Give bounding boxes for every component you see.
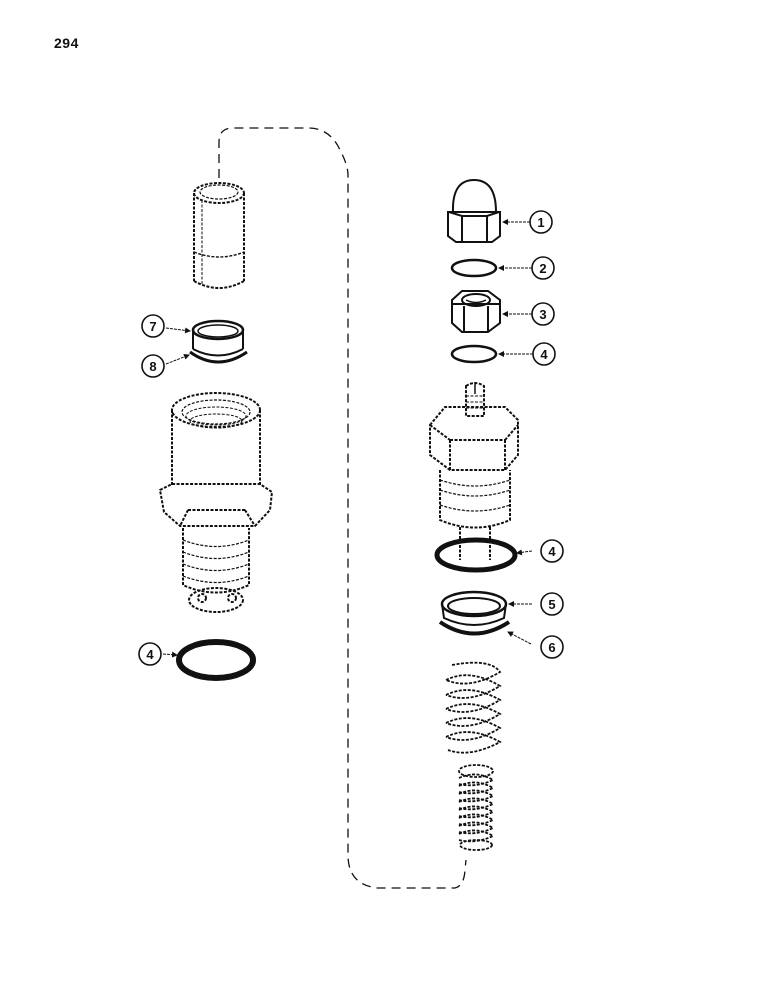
- svg-text:4: 4: [548, 544, 556, 559]
- callout-6: 6: [540, 635, 564, 659]
- callout-1: 1: [529, 210, 553, 234]
- svg-text:1: 1: [537, 215, 544, 230]
- small-spring-part: [458, 764, 495, 851]
- o-ring-4-lower-part: [434, 537, 518, 573]
- o-ring-left-part: [176, 639, 256, 681]
- svg-text:4: 4: [146, 647, 154, 662]
- callout-5: 5: [540, 592, 564, 616]
- svg-text:2: 2: [539, 261, 546, 276]
- svg-text:6: 6: [548, 640, 555, 655]
- callout-leaders: [162, 219, 533, 658]
- seat-ring-5-part: [440, 590, 508, 626]
- page-number: 294: [54, 35, 79, 51]
- callout-4-lower: 4: [540, 539, 564, 563]
- cap-nut-1-part: [447, 178, 501, 243]
- valve-body-part: [158, 392, 274, 613]
- seat-ring-7-part: [191, 319, 245, 357]
- svg-text:8: 8: [149, 359, 156, 374]
- callout-4-left: 4: [138, 642, 162, 666]
- callout-7: 7: [141, 314, 165, 338]
- hex-nut-3-part: [451, 290, 501, 333]
- svg-text:4: 4: [540, 347, 548, 362]
- svg-text:5: 5: [548, 597, 555, 612]
- svg-text:7: 7: [149, 319, 156, 334]
- assembly-path-line: [218, 127, 467, 889]
- callout-2: 2: [531, 256, 555, 280]
- backup-ring-8-part: [189, 350, 248, 364]
- o-ring-2-part: [450, 258, 498, 278]
- svg-text:3: 3: [539, 307, 546, 322]
- adjusting-screw-housing-part: [429, 382, 519, 560]
- callout-3: 3: [531, 302, 555, 326]
- sleeve-part: [193, 182, 245, 289]
- callout-8: 8: [141, 354, 165, 378]
- backup-ring-6-part: [438, 620, 511, 636]
- large-spring-part: [445, 661, 502, 754]
- callout-4-top: 4: [532, 342, 556, 366]
- o-ring-4-top-part: [450, 344, 498, 364]
